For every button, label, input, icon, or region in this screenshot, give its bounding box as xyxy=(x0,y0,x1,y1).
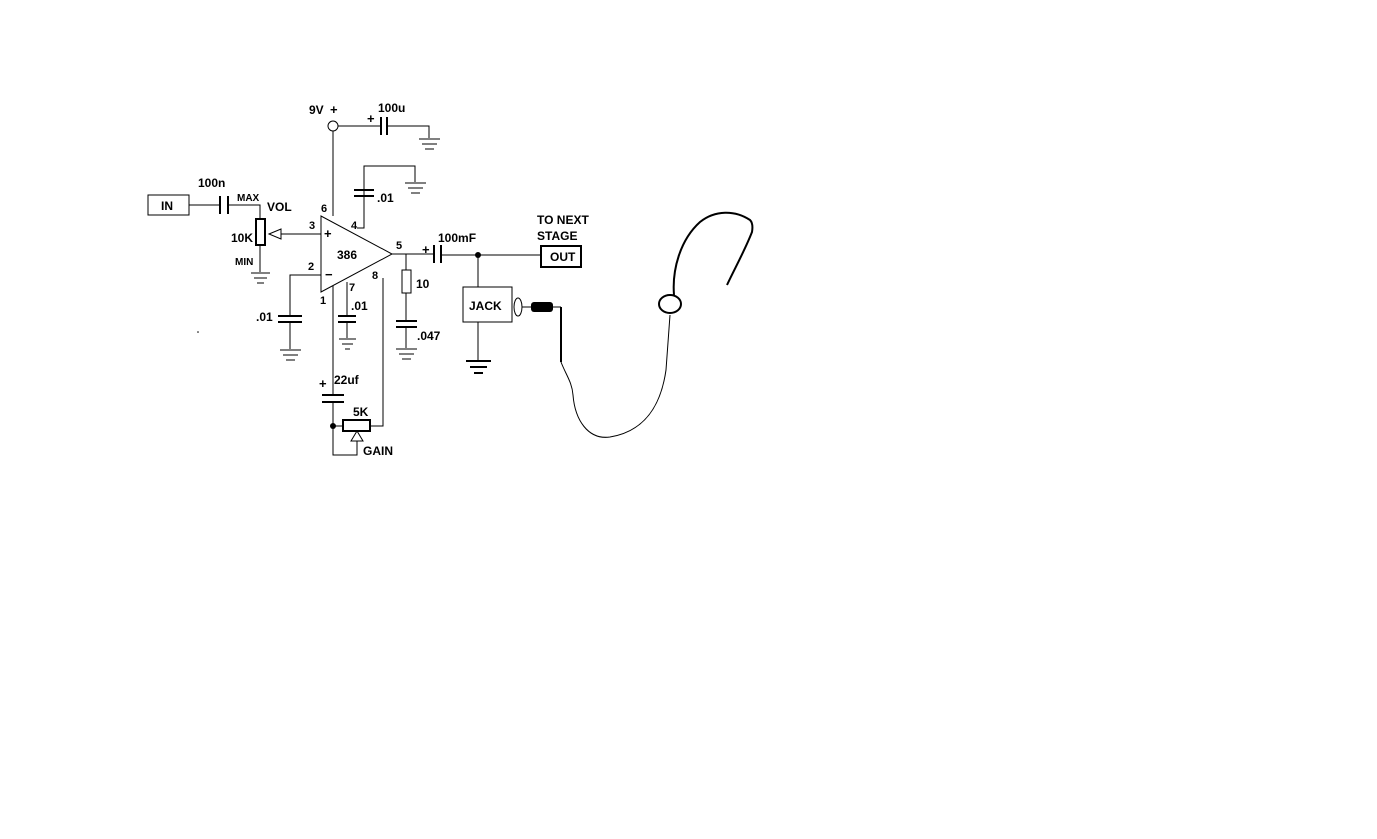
ear-hook-icon xyxy=(672,211,754,296)
next-stage-line1: TO NEXT xyxy=(537,213,589,227)
gain-cap-plus: + xyxy=(319,376,327,391)
ground-zobel-icon xyxy=(396,348,417,360)
gain-cap-value: 22uf xyxy=(334,373,360,387)
output-terminal-box xyxy=(540,245,582,268)
pot-max-label: MAX xyxy=(237,193,260,204)
gain-capacitor xyxy=(322,394,344,403)
pin7-cap-value: .01 xyxy=(351,299,368,313)
gain-pot-value: 5K xyxy=(353,405,369,419)
pin7-label: 7 xyxy=(349,282,355,294)
gain-potentiometer xyxy=(342,419,371,432)
input-cap-value: 100n xyxy=(198,176,225,190)
zobel-cap-value: .047 xyxy=(417,329,441,343)
zobel-resistor-value: 10 xyxy=(416,277,430,291)
jack-box xyxy=(462,286,513,323)
zobel-capacitor xyxy=(396,320,417,328)
ground-pin4-icon xyxy=(405,182,426,194)
supply-cap-value: 100u xyxy=(378,101,405,115)
supply-cap-plus: + xyxy=(367,111,375,126)
ground-pot-icon xyxy=(251,272,270,284)
supply-capacitor: + 100u xyxy=(367,101,405,135)
pot-min-label: MIN xyxy=(235,257,253,268)
pin6-label: 6 xyxy=(321,203,327,215)
headphone-cable xyxy=(560,314,671,438)
pin8-wire xyxy=(370,278,384,427)
supply-terminal: 9V + xyxy=(309,102,339,132)
input-capacitor xyxy=(219,196,229,214)
pin1-label: 1 xyxy=(320,295,326,307)
pin3-label: 3 xyxy=(309,220,315,232)
volume-potentiometer xyxy=(255,218,266,246)
supply-cap-ground-wire xyxy=(388,125,430,138)
gain-label: GAIN xyxy=(363,444,393,458)
pin7-capacitor xyxy=(338,315,356,323)
chip-label: 386 xyxy=(337,248,357,262)
gain-wiper-loop-wire xyxy=(332,426,358,456)
pot-vol-label: VOL xyxy=(267,200,292,214)
zobel-resistor xyxy=(401,269,412,294)
pin8-label: 8 xyxy=(372,270,378,282)
ground-supply-icon xyxy=(419,138,440,150)
stray-dot xyxy=(197,331,199,333)
supply-plus: + xyxy=(330,102,338,117)
output-cap-value: 100mF xyxy=(438,231,476,245)
pin4-cap-value: .01 xyxy=(377,191,394,205)
pin4-ground-wire xyxy=(363,165,416,190)
input-to-pot-wire xyxy=(229,204,261,218)
headphone-plug-icon xyxy=(513,297,561,317)
input-label: IN xyxy=(161,199,173,213)
pin2-label: 2 xyxy=(308,261,314,273)
lm386-amplifier-triangle xyxy=(320,215,394,293)
noninverting-plus: + xyxy=(324,226,332,241)
ground-pin7-icon xyxy=(339,338,356,350)
pot-wiper-arrow-icon xyxy=(267,228,282,240)
pin2-wire xyxy=(289,274,321,316)
jack-label: JACK xyxy=(469,299,502,313)
pin4-label: 4 xyxy=(351,220,358,232)
pin2-capacitor xyxy=(278,315,302,323)
earpiece-icon xyxy=(658,294,682,314)
pot-value-label: 10K xyxy=(231,231,253,245)
pin2-cap-value: .01 xyxy=(256,310,273,324)
inverting-minus: − xyxy=(325,267,333,282)
gain-wiper-arrow-icon xyxy=(350,430,364,442)
pin5-label: 5 xyxy=(396,240,402,252)
next-stage-line2: STAGE xyxy=(537,229,577,243)
output-capacitor: + xyxy=(422,242,442,263)
output-cap-plus: + xyxy=(422,242,430,257)
pin4-wire xyxy=(357,190,365,229)
ground-jack-icon xyxy=(466,360,491,374)
supply-label: 9V xyxy=(309,103,324,117)
output-label: OUT xyxy=(550,250,576,264)
ground-pin2-icon xyxy=(280,349,301,361)
